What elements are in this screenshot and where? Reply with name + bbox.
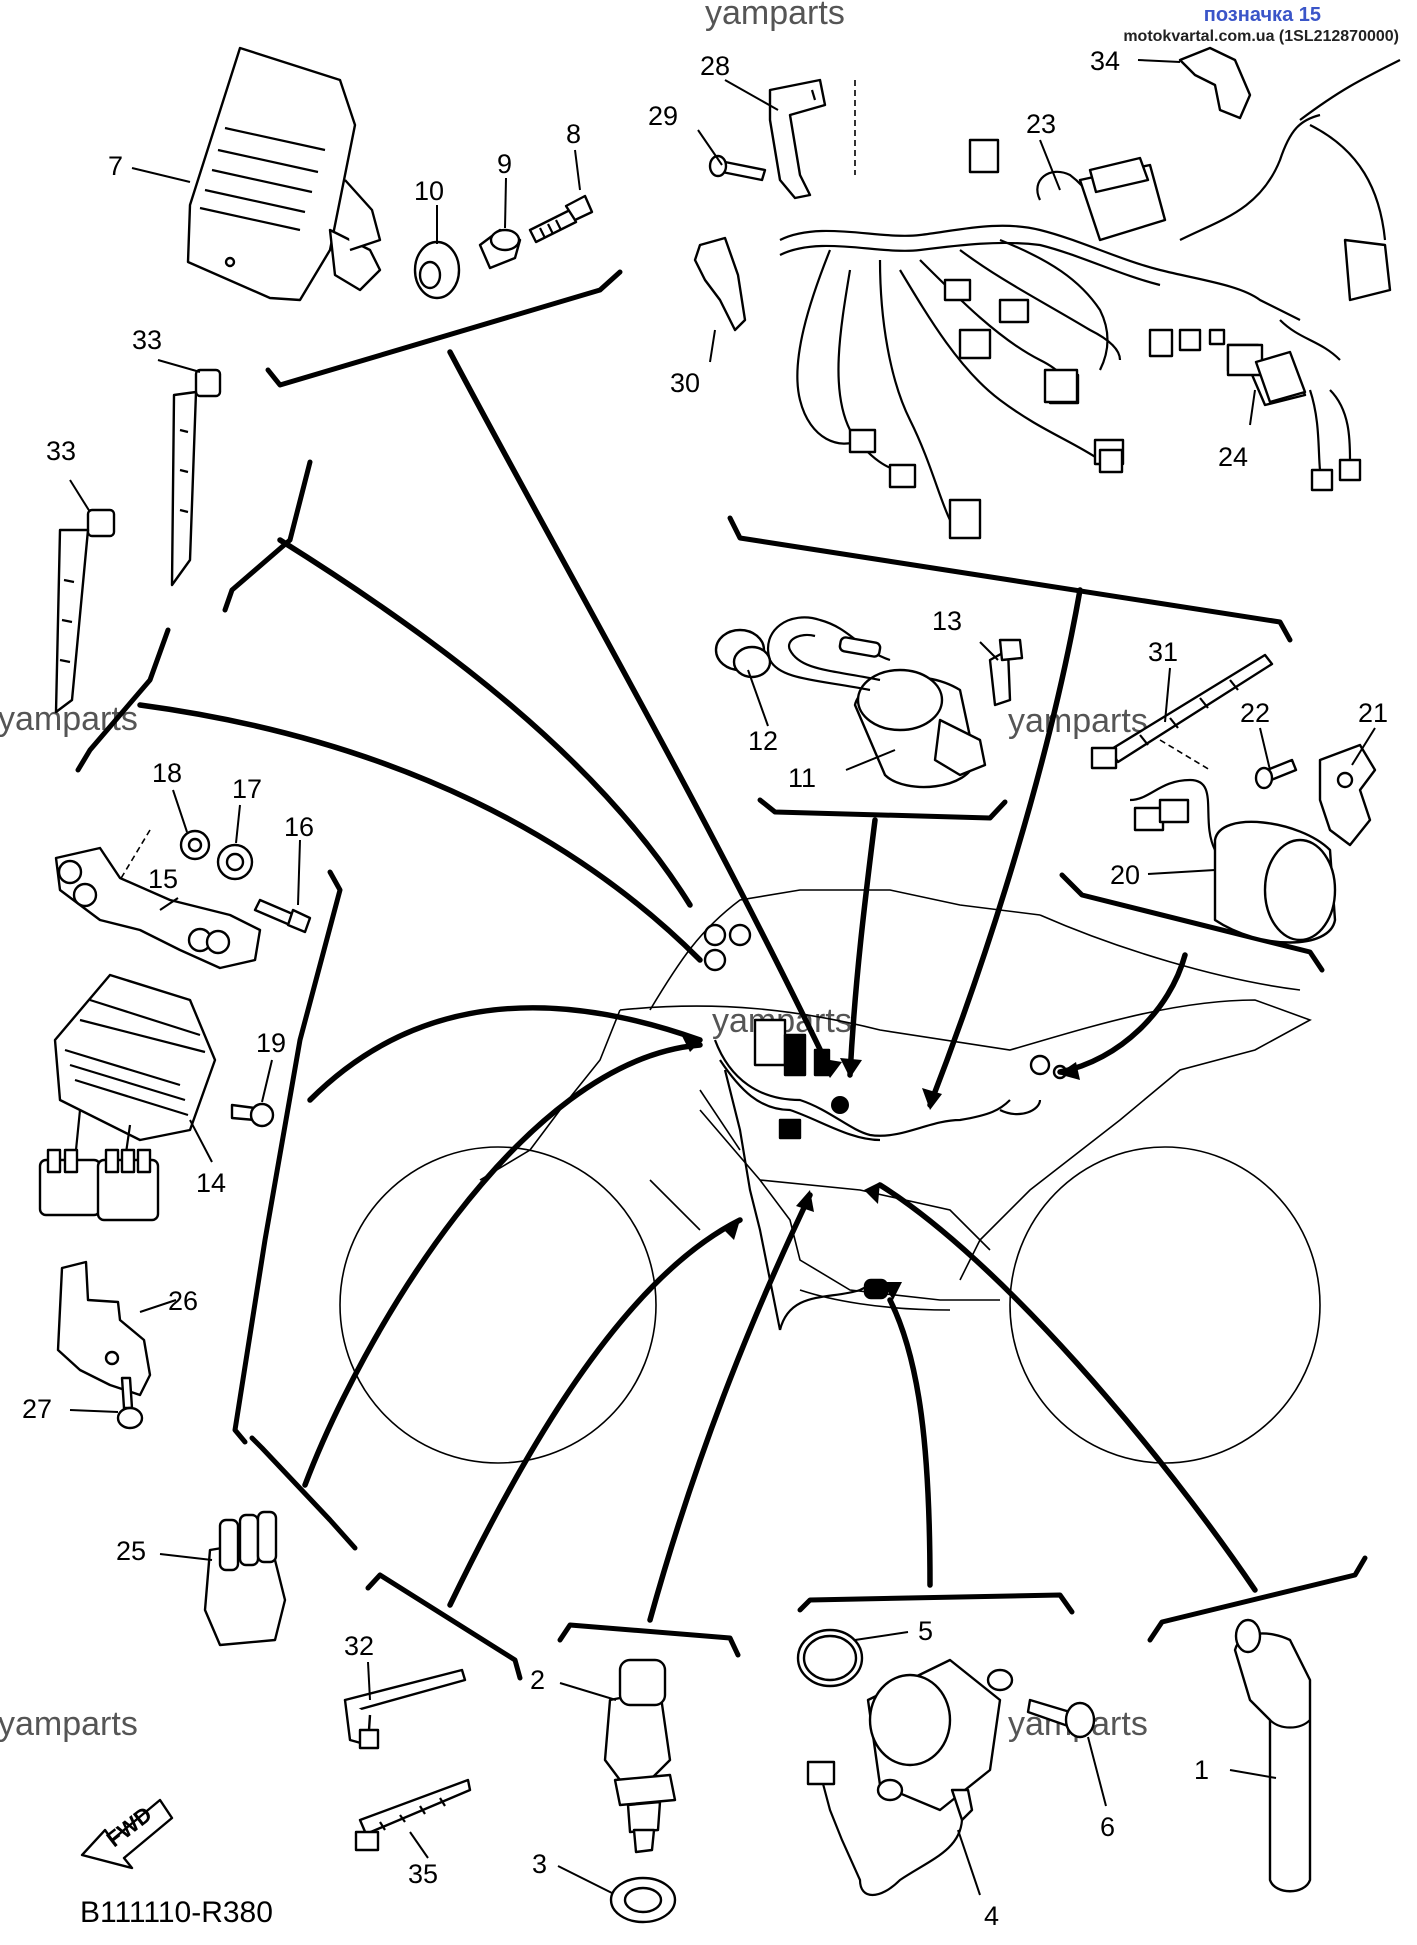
fwd-arrow-icon: FWD xyxy=(80,1798,174,1870)
section-brackets xyxy=(75,269,1368,1681)
part-27-bolt xyxy=(116,1376,144,1430)
part-10-grommet xyxy=(413,240,461,300)
callout-30: 30 xyxy=(670,368,700,398)
part-26-bracket xyxy=(56,1260,152,1397)
part-13-bolt xyxy=(988,638,1024,707)
callout-23: 23 xyxy=(1026,109,1056,139)
callout-33a: 33 xyxy=(132,325,162,355)
part-33-cable-tie-a xyxy=(170,368,222,587)
watermark-left-lower: yamparts xyxy=(0,1705,138,1743)
callout-32: 32 xyxy=(344,1631,374,1661)
callout-10: 10 xyxy=(414,176,444,206)
part-2-temperature-sensor xyxy=(603,1658,677,1854)
part-33-cable-tie-b xyxy=(54,508,116,714)
callout-35: 35 xyxy=(408,1859,438,1889)
header-site: motokvartal.com.ua (1SL212870000) xyxy=(1123,28,1399,45)
part-4-speed-sensor xyxy=(806,1658,1014,1896)
watermark-right-upper: yamparts xyxy=(1008,702,1148,740)
part-30-clamp xyxy=(693,236,747,332)
callout-21: 21 xyxy=(1358,698,1388,728)
callout-34: 34 xyxy=(1090,46,1120,76)
part-1-plug-cap xyxy=(1233,1618,1312,1893)
callout-15: 15 xyxy=(148,864,178,894)
part-31-cable-tie xyxy=(1090,653,1274,770)
header-title: позначка 15 xyxy=(1203,4,1321,26)
part-9-collar xyxy=(478,228,522,270)
pointer-lines xyxy=(137,349,1258,1623)
part-16-bolt xyxy=(253,898,312,934)
callout-5: 5 xyxy=(918,1616,933,1646)
part-6-bolt xyxy=(1026,1698,1096,1739)
part-18-collar xyxy=(179,829,211,861)
part-14-rectifier-regulator xyxy=(38,973,217,1222)
callout-13: 13 xyxy=(932,606,962,636)
part-5-o-ring xyxy=(796,1628,864,1688)
part-12-grommet xyxy=(714,628,772,679)
callout-17: 17 xyxy=(232,774,262,804)
installed-harness xyxy=(703,923,1068,1331)
callout-18: 18 xyxy=(152,758,182,788)
callout-3: 3 xyxy=(532,1849,547,1879)
part-34-clamp xyxy=(1178,46,1252,120)
part-20-unit xyxy=(1129,778,1337,944)
callout-27: 27 xyxy=(22,1394,52,1424)
part-32-cable-tie xyxy=(343,1668,467,1750)
callout-29: 29 xyxy=(648,101,678,131)
callout-7: 7 xyxy=(108,151,123,181)
callout-9: 9 xyxy=(497,149,512,179)
callout-16: 16 xyxy=(284,812,314,842)
callout-2: 2 xyxy=(530,1665,545,1695)
part-29-screw xyxy=(708,154,767,182)
part-22-screw xyxy=(1254,758,1298,790)
part-17-grommet xyxy=(216,843,254,881)
part-23-wire-harness xyxy=(779,59,1401,540)
part-25-relay xyxy=(203,1510,287,1647)
part-21-bracket xyxy=(1318,743,1377,847)
part-28-clamp xyxy=(768,78,827,200)
callout-8: 8 xyxy=(566,119,581,149)
callout-20: 20 xyxy=(1110,860,1140,890)
callout-4: 4 xyxy=(984,1901,999,1931)
callout-25: 25 xyxy=(116,1536,146,1566)
part-35-cable-tie xyxy=(354,1778,472,1852)
part-19-bolt xyxy=(230,1102,275,1128)
callout-24: 24 xyxy=(1218,442,1248,472)
watermark-top: yamparts xyxy=(705,0,845,32)
callout-31: 31 xyxy=(1148,637,1178,667)
callout-numbers: 1 2 3 4 5 6 7 8 9 10 11 12 13 14 15 16 1… xyxy=(22,46,1388,1931)
callout-19: 19 xyxy=(256,1028,286,1058)
callout-6: 6 xyxy=(1100,1812,1115,1842)
callout-1: 1 xyxy=(1194,1755,1209,1785)
callout-12: 12 xyxy=(748,726,778,756)
part-24-connector xyxy=(1226,343,1307,404)
callout-14: 14 xyxy=(196,1168,226,1198)
callout-28: 28 xyxy=(700,51,730,81)
part-3-washer xyxy=(609,1876,677,1924)
callout-33b: 33 xyxy=(46,436,76,466)
callout-26: 26 xyxy=(168,1286,198,1316)
callout-leaders xyxy=(69,59,1376,1896)
part-15-bracket xyxy=(54,846,262,970)
part-7-cdi-unit xyxy=(186,46,382,302)
part-11-ignition-coil xyxy=(767,616,987,789)
part-8-bolt xyxy=(528,194,594,244)
diagram-code: B111110-R380 xyxy=(80,1896,273,1929)
callout-11: 11 xyxy=(788,763,816,793)
callout-22: 22 xyxy=(1240,698,1270,728)
